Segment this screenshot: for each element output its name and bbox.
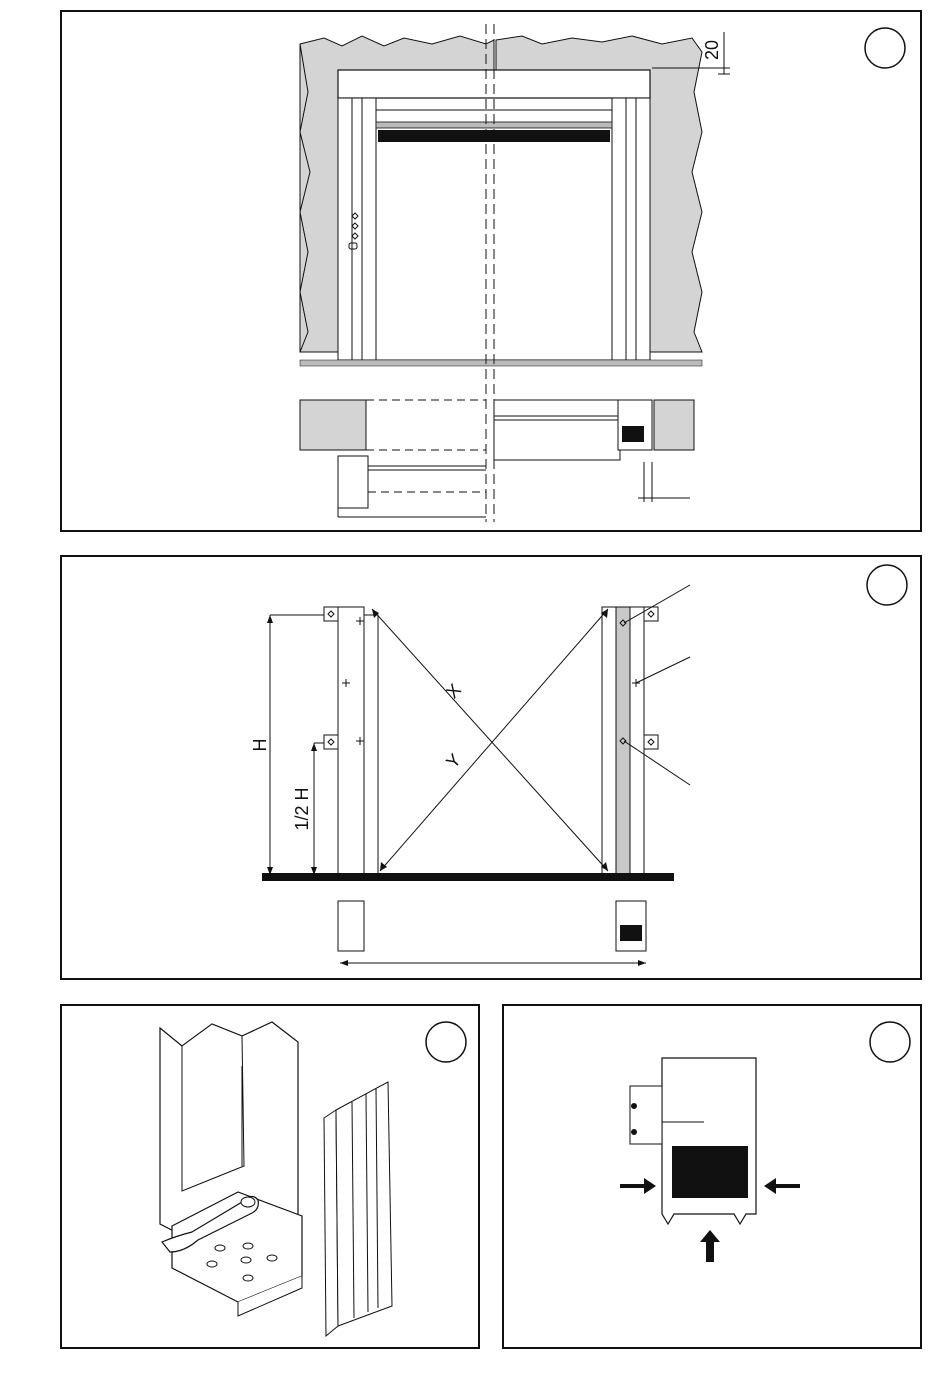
dim-label-20: 20 (702, 40, 722, 60)
callout-circle (870, 1022, 910, 1062)
label-y: Y (442, 750, 465, 772)
panel-frame-alignment: X Y H 1/2 H (60, 555, 922, 980)
callout-circle (865, 28, 905, 68)
floor-line (262, 873, 674, 881)
arrow-right-icon (620, 1178, 656, 1194)
profile-core (672, 1146, 748, 1198)
diagonal-x (372, 609, 608, 871)
frame-profile (336, 1082, 392, 1326)
frame-alignment-drawing: X Y H 1/2 H (62, 557, 920, 978)
label-h: H (250, 739, 270, 752)
panel-bracket-assembly (60, 1004, 480, 1349)
panel-front-elevation: 20 (60, 10, 922, 532)
arrow-up-icon (700, 1230, 720, 1262)
callout-circle (867, 565, 907, 605)
diagonal-y (380, 609, 608, 871)
front-elevation-drawing: 20 (62, 12, 920, 530)
label-x: X (442, 680, 465, 702)
label-half-h: 1/2 H (292, 787, 312, 830)
profile-detail-drawing (504, 1006, 920, 1347)
profile-outline (662, 1058, 756, 1224)
arrow-left-icon (764, 1178, 800, 1194)
right-frame-post (602, 607, 616, 875)
panel-frame-profile-detail (502, 1004, 922, 1349)
bracket-assembly-drawing (62, 1006, 478, 1347)
floor-line (300, 360, 702, 366)
callout-circle (426, 1022, 466, 1062)
plan-view (300, 400, 694, 517)
